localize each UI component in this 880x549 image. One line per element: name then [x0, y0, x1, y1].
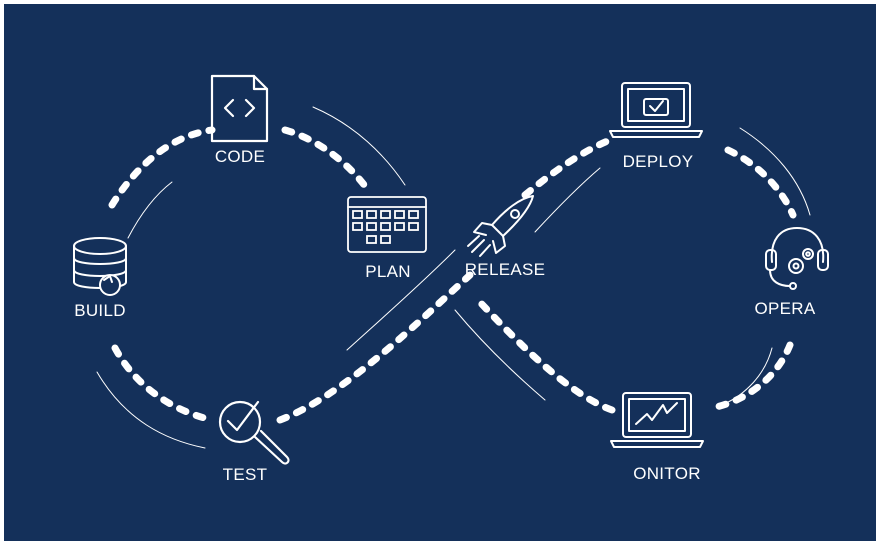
rocket-icon — [467, 195, 534, 257]
calendar-icon — [347, 196, 427, 253]
accent-arc-cross-a — [346, 249, 456, 351]
magnifier-check-icon — [218, 400, 290, 465]
headset-gears-icon — [765, 227, 829, 290]
database-icon — [73, 237, 127, 296]
accent-arc-top-right — [739, 127, 811, 216]
laptop-chart-icon — [610, 392, 704, 448]
stage-label-release: RELEASE — [464, 260, 546, 279]
stage-label-deploy: DEPLOY — [622, 152, 694, 171]
loop-dashed-deploy-opera — [724, 146, 797, 219]
accent-arc-left-inner — [127, 181, 173, 239]
loop-dashed-monitor-cross — [474, 296, 616, 414]
stage-label-monitor: ONITOR — [633, 464, 701, 483]
stage-label-plan: PLAN — [365, 262, 411, 281]
loop-dashed-left-bottom — [111, 344, 216, 424]
accent-arc-bottom-left — [96, 371, 206, 449]
loop-dashed-opera-monitor — [708, 341, 794, 412]
accent-arc-bottom-right — [721, 347, 773, 406]
code-file-icon — [210, 74, 269, 143]
diagram-panel — [4, 4, 876, 541]
stage-label-opera: OPERA — [754, 299, 816, 318]
stage-label-test: TEST — [222, 465, 268, 484]
loop-dashed-code-plan — [281, 126, 372, 194]
stage-label-build: BUILD — [74, 301, 126, 320]
laptop-check-icon — [609, 82, 703, 138]
loop-dashed-left-top — [108, 126, 216, 209]
stage-label-code: CODE — [214, 147, 266, 166]
accent-arc-top-left — [312, 106, 406, 186]
accent-arc-release-deploy — [534, 167, 601, 233]
accent-arc-cross-b — [454, 309, 546, 401]
loop-dashed-test-cross — [276, 271, 474, 424]
loop-dashed-release-deploy — [521, 136, 614, 199]
